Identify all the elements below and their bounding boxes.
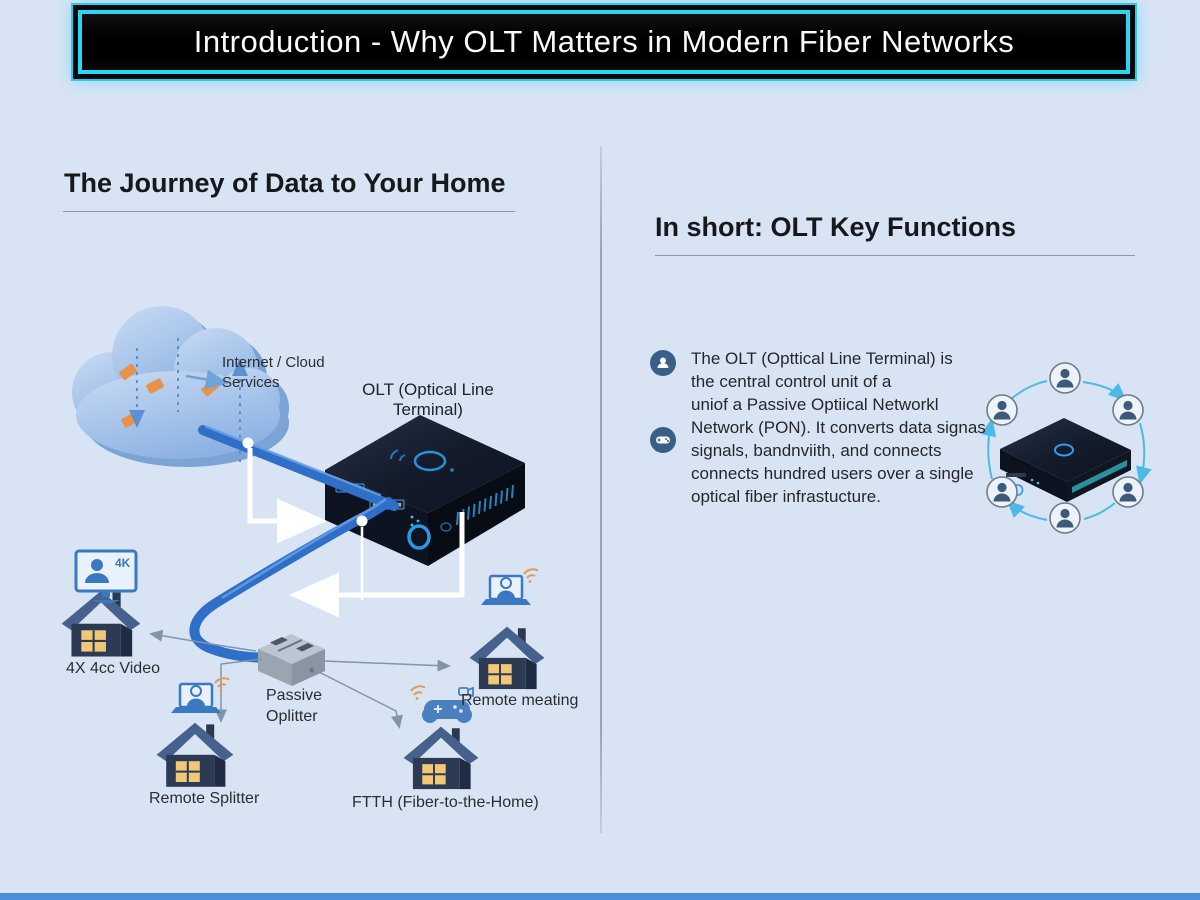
- laptop-video-call-icon: [479, 574, 533, 607]
- tv-4k-icon: 4K: [74, 549, 138, 604]
- camera-icon: [458, 686, 474, 698]
- title-bar: Introduction - Why OLT Matters in Modern…: [78, 10, 1130, 74]
- cloud-label-arrow: [185, 369, 229, 390]
- fiber-cable-olt-to-splitter: [189, 497, 393, 663]
- splitter-distribution-lines: [149, 629, 451, 729]
- user-icon: [1112, 476, 1144, 508]
- splitter-label: Passive Oplitter: [266, 687, 323, 725]
- house-remote-meeting-label: Remote meating: [461, 692, 579, 709]
- gamepad-bullet-icon: [650, 427, 676, 453]
- laptop-video-call-icon: [169, 682, 223, 715]
- olt-description-line: The OLT (Opttical Line Terminal) is: [691, 349, 953, 368]
- passive-splitter-icon: [258, 634, 325, 686]
- olt-device-small-icon: [1000, 418, 1131, 502]
- wifi-signal-icon: [214, 677, 230, 693]
- olt-label: OLT (Optical Line Terminal): [362, 380, 494, 419]
- left-section-heading: The Journey of Data to Your Home: [64, 168, 506, 198]
- olt-description-line: connects hundred users over a single: [691, 464, 974, 483]
- fiber-cable-cloud-to-olt: [198, 425, 399, 511]
- cloud-label: Internet / Cloud Services: [222, 354, 325, 391]
- olt-description: The OLT (Opttical Line Terminal) is the …: [691, 347, 996, 508]
- house-ftth-label: FTTH (Fiber-to-the-Home): [352, 794, 539, 811]
- olt-description-line: the central control unit of a: [691, 372, 892, 391]
- olt-description-line: signals, bandnviith, and connects: [691, 441, 942, 460]
- right-section-heading: In short: OLT Key Functions: [655, 212, 1016, 242]
- left-heading-rule: [63, 211, 515, 212]
- gamepad-icon: [410, 685, 474, 723]
- house-remote-splitter-icon: [155, 721, 235, 788]
- white-annotation-arrows: [247, 448, 465, 618]
- page-title: Introduction - Why OLT Matters in Modern…: [193, 24, 1015, 59]
- olt-description-line: optical fiber infrastucture.: [691, 487, 881, 506]
- olt-description-line: uniof a Passive Optiical Networkl: [691, 395, 939, 414]
- section-divider: [600, 146, 602, 833]
- right-heading-rule: [655, 255, 1135, 256]
- olt-description-line: Network (PON). It converts data signas: [691, 418, 986, 437]
- user-connection-arcs: [980, 380, 1152, 521]
- user-icon: [1049, 502, 1081, 534]
- house-remote-meeting-icon: [468, 625, 546, 691]
- wifi-signal-icon: [523, 568, 539, 584]
- house-video-label: 4X 4cc Video: [66, 660, 160, 677]
- tv-4k-badge: 4K: [115, 556, 131, 570]
- house-ftth-icon: [402, 725, 480, 791]
- house-remote-splitter-label: Remote Splitter: [149, 790, 260, 807]
- user-icon: [1049, 362, 1081, 394]
- user-icon: [1112, 394, 1144, 426]
- bottom-accent-bar: [0, 893, 1200, 900]
- olt-users-figure: [980, 362, 1152, 534]
- user-bullet-icon: [650, 350, 676, 376]
